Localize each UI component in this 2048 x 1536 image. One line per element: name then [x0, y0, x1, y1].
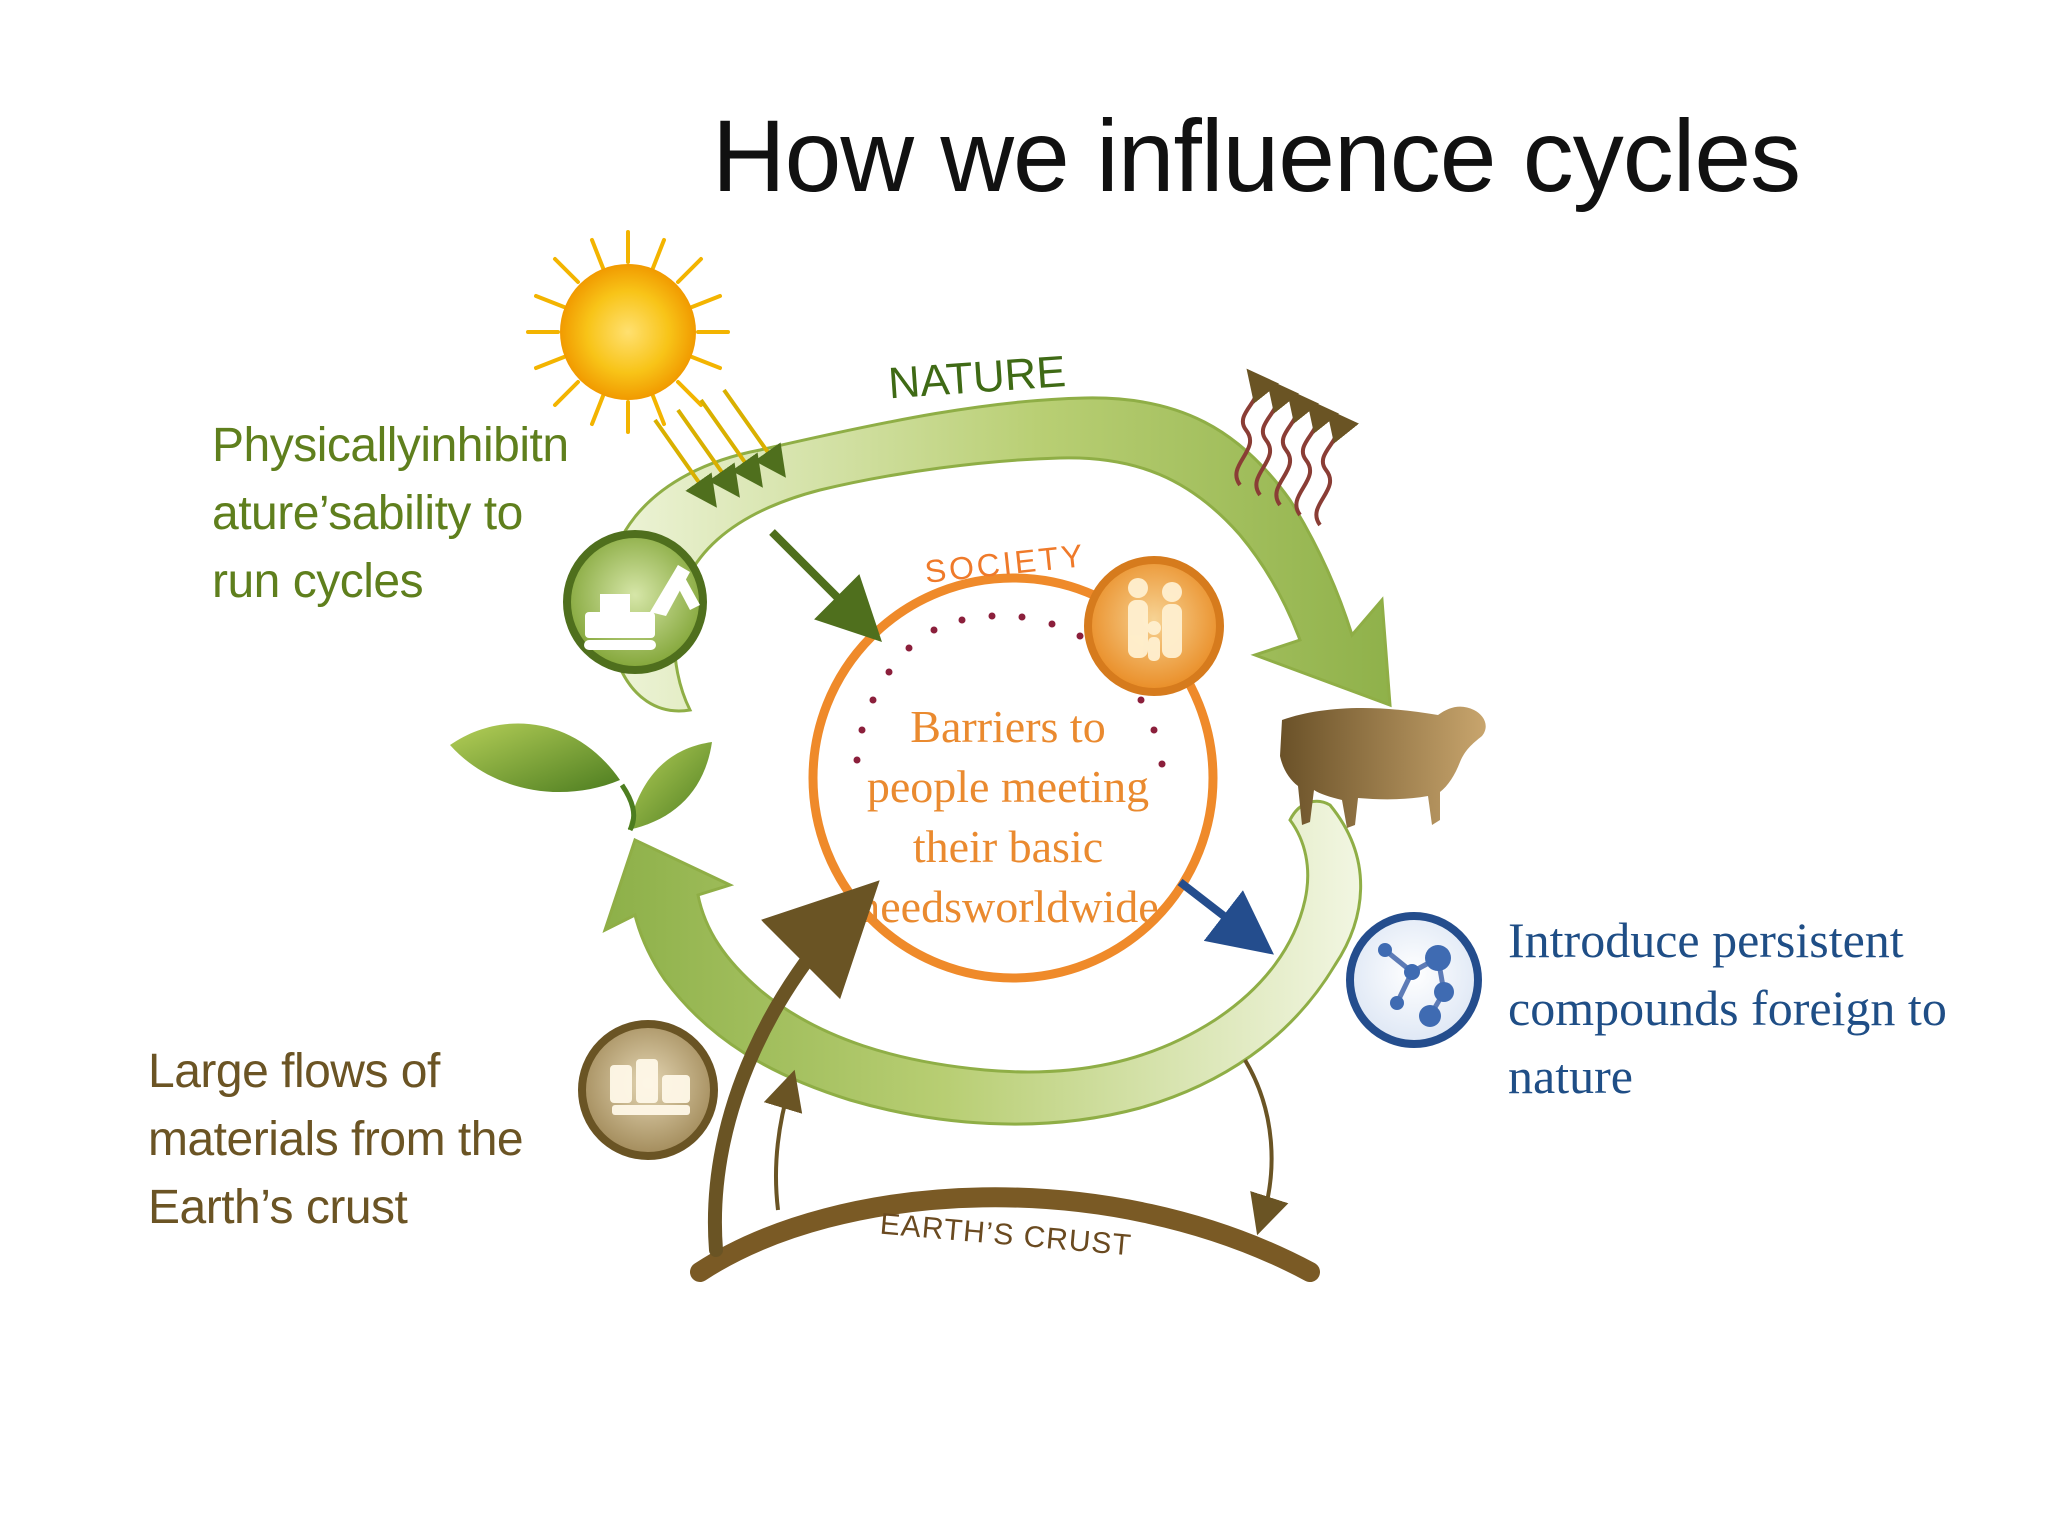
slide-title: How we influence cycles — [712, 99, 1801, 213]
heat-radiation-icon — [1234, 368, 1359, 527]
excavator-icon — [563, 530, 707, 674]
family-icon — [1084, 556, 1224, 696]
earths-crust-arc: EARTH’S CRUST — [690, 1187, 1320, 1282]
cow-icon — [1280, 706, 1486, 828]
sun-icon — [526, 230, 730, 434]
center-line-2: people meeting — [867, 761, 1149, 812]
earths-crust-label: EARTH’S CRUST — [879, 1208, 1133, 1263]
center-line-1: Barriers to — [910, 701, 1105, 752]
sunlight-rays-icon — [653, 388, 786, 508]
society-to-nature-arrow — [1177, 878, 1274, 955]
crust-thin-arcs — [763, 1058, 1289, 1236]
crust-extraction-arrow — [707, 880, 880, 1257]
nature-to-society-arrow — [769, 529, 882, 642]
nature-bottom-arrow — [602, 799, 1363, 1126]
center-line-3: their basic — [913, 821, 1103, 872]
left-bottom-caption: Large flows of materials from the Earth’… — [148, 1045, 524, 1234]
left-top-caption: Physicallyinhibitn ature’sability to run… — [212, 419, 569, 608]
barrels-icon — [578, 1020, 718, 1160]
center-line-4: needsworldwide — [857, 881, 1158, 932]
right-caption: Introduce persistent compounds foreign t… — [1508, 912, 1947, 1104]
leaves-icon — [450, 723, 712, 832]
center-text: Barriers to people meeting their basic n… — [857, 701, 1158, 932]
molecule-icon — [1346, 912, 1482, 1048]
